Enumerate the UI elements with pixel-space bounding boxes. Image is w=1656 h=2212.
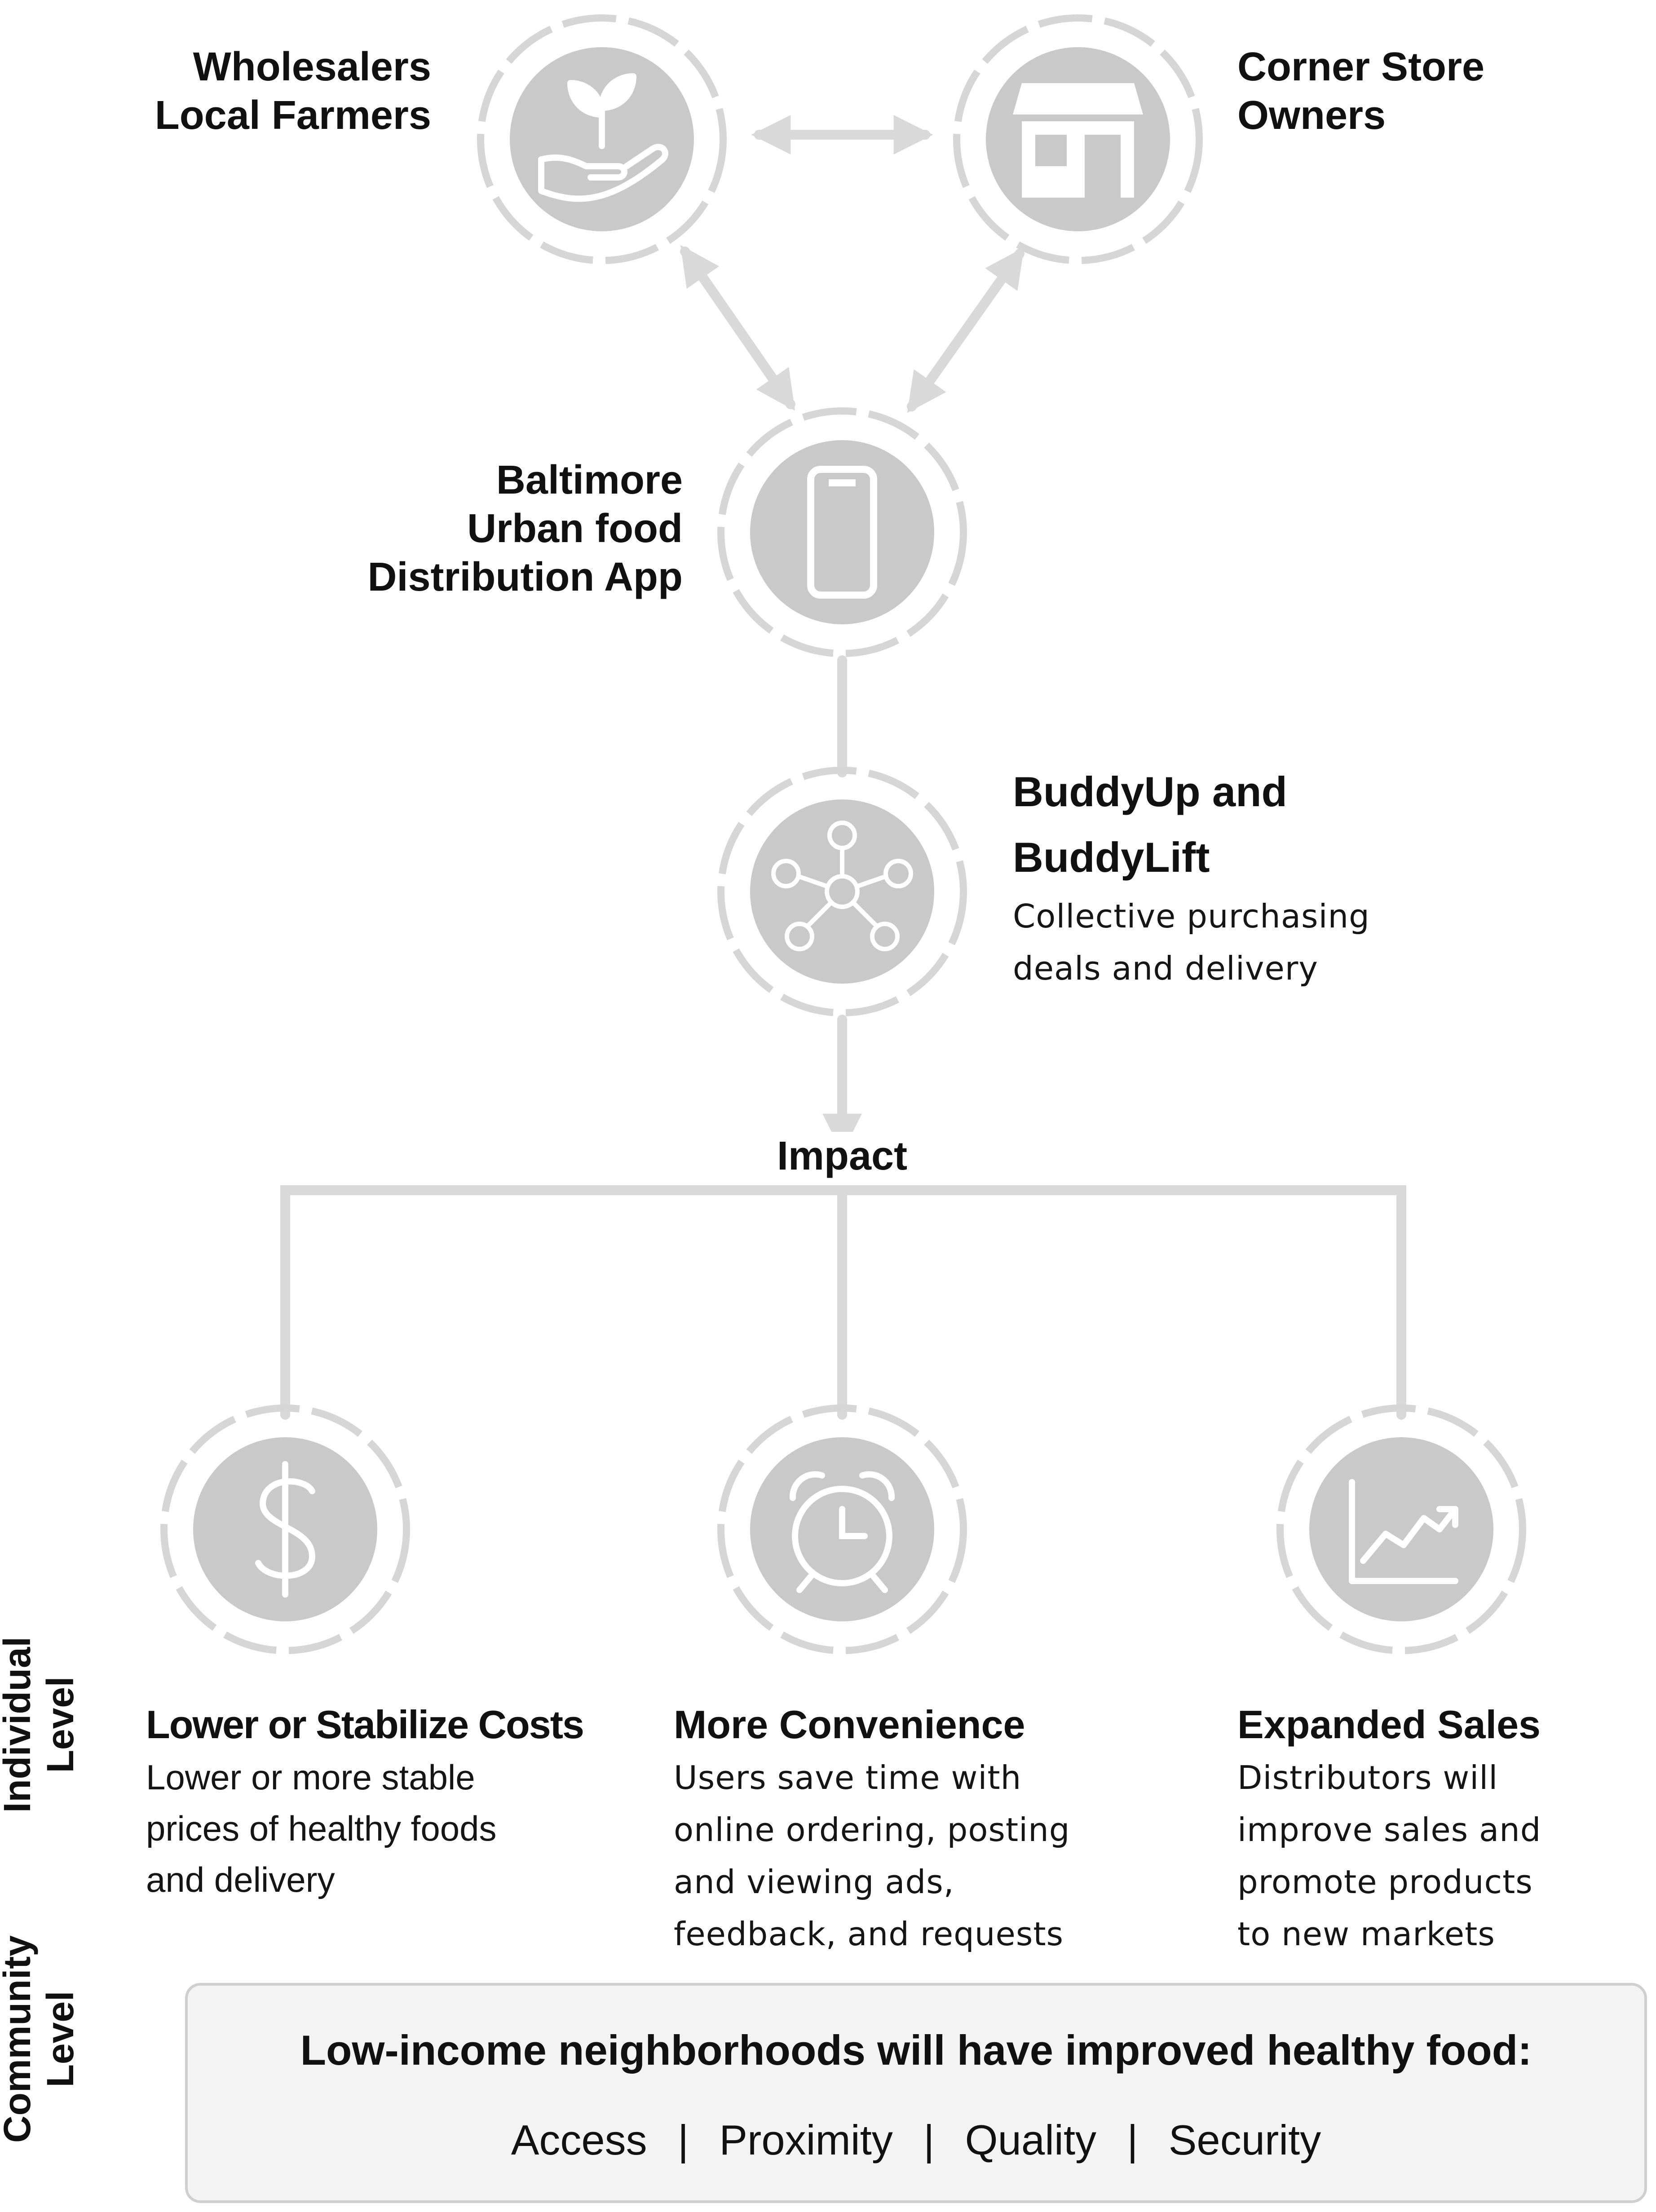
impact-cost-line: prices of healthy foods <box>146 1809 497 1848</box>
impact-convenience-title: More Convenience <box>674 1702 1025 1747</box>
alarm-clock-icon <box>789 1471 895 1593</box>
impact-sales: Expanded Sales Distributors will improve… <box>1237 1698 1642 1960</box>
community-level-label: Community Level <box>0 1935 81 2143</box>
impact-cost-title: Lower or Stabilize Costs <box>146 1702 584 1747</box>
separator: | <box>677 2116 689 2163</box>
app-node <box>714 404 970 660</box>
impact-cost-line: and delivery <box>146 1860 335 1899</box>
dollar-icon <box>255 1461 316 1598</box>
impact-cost: Lower or Stabilize Costs Lower or more s… <box>146 1698 662 1905</box>
app-label: Baltimore Urban food Distribution App <box>367 458 683 600</box>
arrow-corner-app <box>907 247 1025 413</box>
wholesalers-label: Wholesalers Local Farmers <box>155 44 431 138</box>
wholesalers-node <box>474 11 730 267</box>
corner-store-node <box>950 11 1206 267</box>
separator: | <box>923 2116 935 2163</box>
buddy-desc-2: deals and delivery <box>1013 949 1318 987</box>
separator: | <box>1127 2116 1138 2163</box>
impact-convenience-line: feedback, and requests <box>674 1915 1064 1953</box>
outcome-security: Security <box>1168 2116 1321 2163</box>
corner-store-label: Corner Store Owners <box>1237 44 1485 138</box>
buddy-node <box>714 764 970 1020</box>
impact-convenience-line: and viewing ads, <box>674 1863 954 1901</box>
network-icon <box>771 821 913 951</box>
individual-level-label: Individual Level <box>0 1636 81 1813</box>
community-outcome-box: Low-income neighborhoods will have impro… <box>185 1983 1647 2203</box>
impact-sales-line: to new markets <box>1237 1915 1495 1953</box>
outcome-quality: Quality <box>965 2116 1097 2163</box>
impact-label: Impact <box>707 1132 977 1180</box>
community-outcome-items: Access | Proximity | Quality | Security <box>188 2116 1644 2164</box>
impact-sales-line: improve sales and <box>1237 1811 1541 1849</box>
chart-growth-icon <box>1349 1479 1458 1584</box>
outcome-proximity: Proximity <box>719 2116 893 2163</box>
smartphone-icon <box>807 466 877 599</box>
impact-sales-line: Distributors will <box>1237 1759 1498 1797</box>
cost-node <box>157 1401 413 1657</box>
outcome-access: Access <box>511 2116 647 2163</box>
impact-convenience-line: online ordering, posting <box>674 1811 1070 1849</box>
impact-cost-line: Lower or more stable <box>146 1757 475 1797</box>
arrow-wholesaler-app <box>680 245 795 411</box>
impact-sales-line: promote products <box>1237 1863 1533 1901</box>
buddy-label: BuddyUp and BuddyLift Collective purchas… <box>1013 759 1552 994</box>
community-outcome-title: Low-income neighborhoods will have impro… <box>300 2027 1532 2074</box>
convenience-node <box>714 1401 970 1657</box>
buddy-desc-1: Collective purchasing <box>1013 897 1370 935</box>
buddy-title-2: BuddyLift <box>1013 834 1210 881</box>
plant-hand-icon <box>538 73 668 202</box>
impact-convenience-line: Users save time with <box>674 1759 1022 1797</box>
buddy-title-1: BuddyUp and <box>1013 768 1287 815</box>
impact-convenience: More Convenience Users save time with on… <box>674 1698 1190 1960</box>
storefront-icon <box>1013 83 1143 198</box>
impact-sales-title: Expanded Sales <box>1237 1702 1541 1747</box>
sales-node <box>1273 1401 1529 1657</box>
